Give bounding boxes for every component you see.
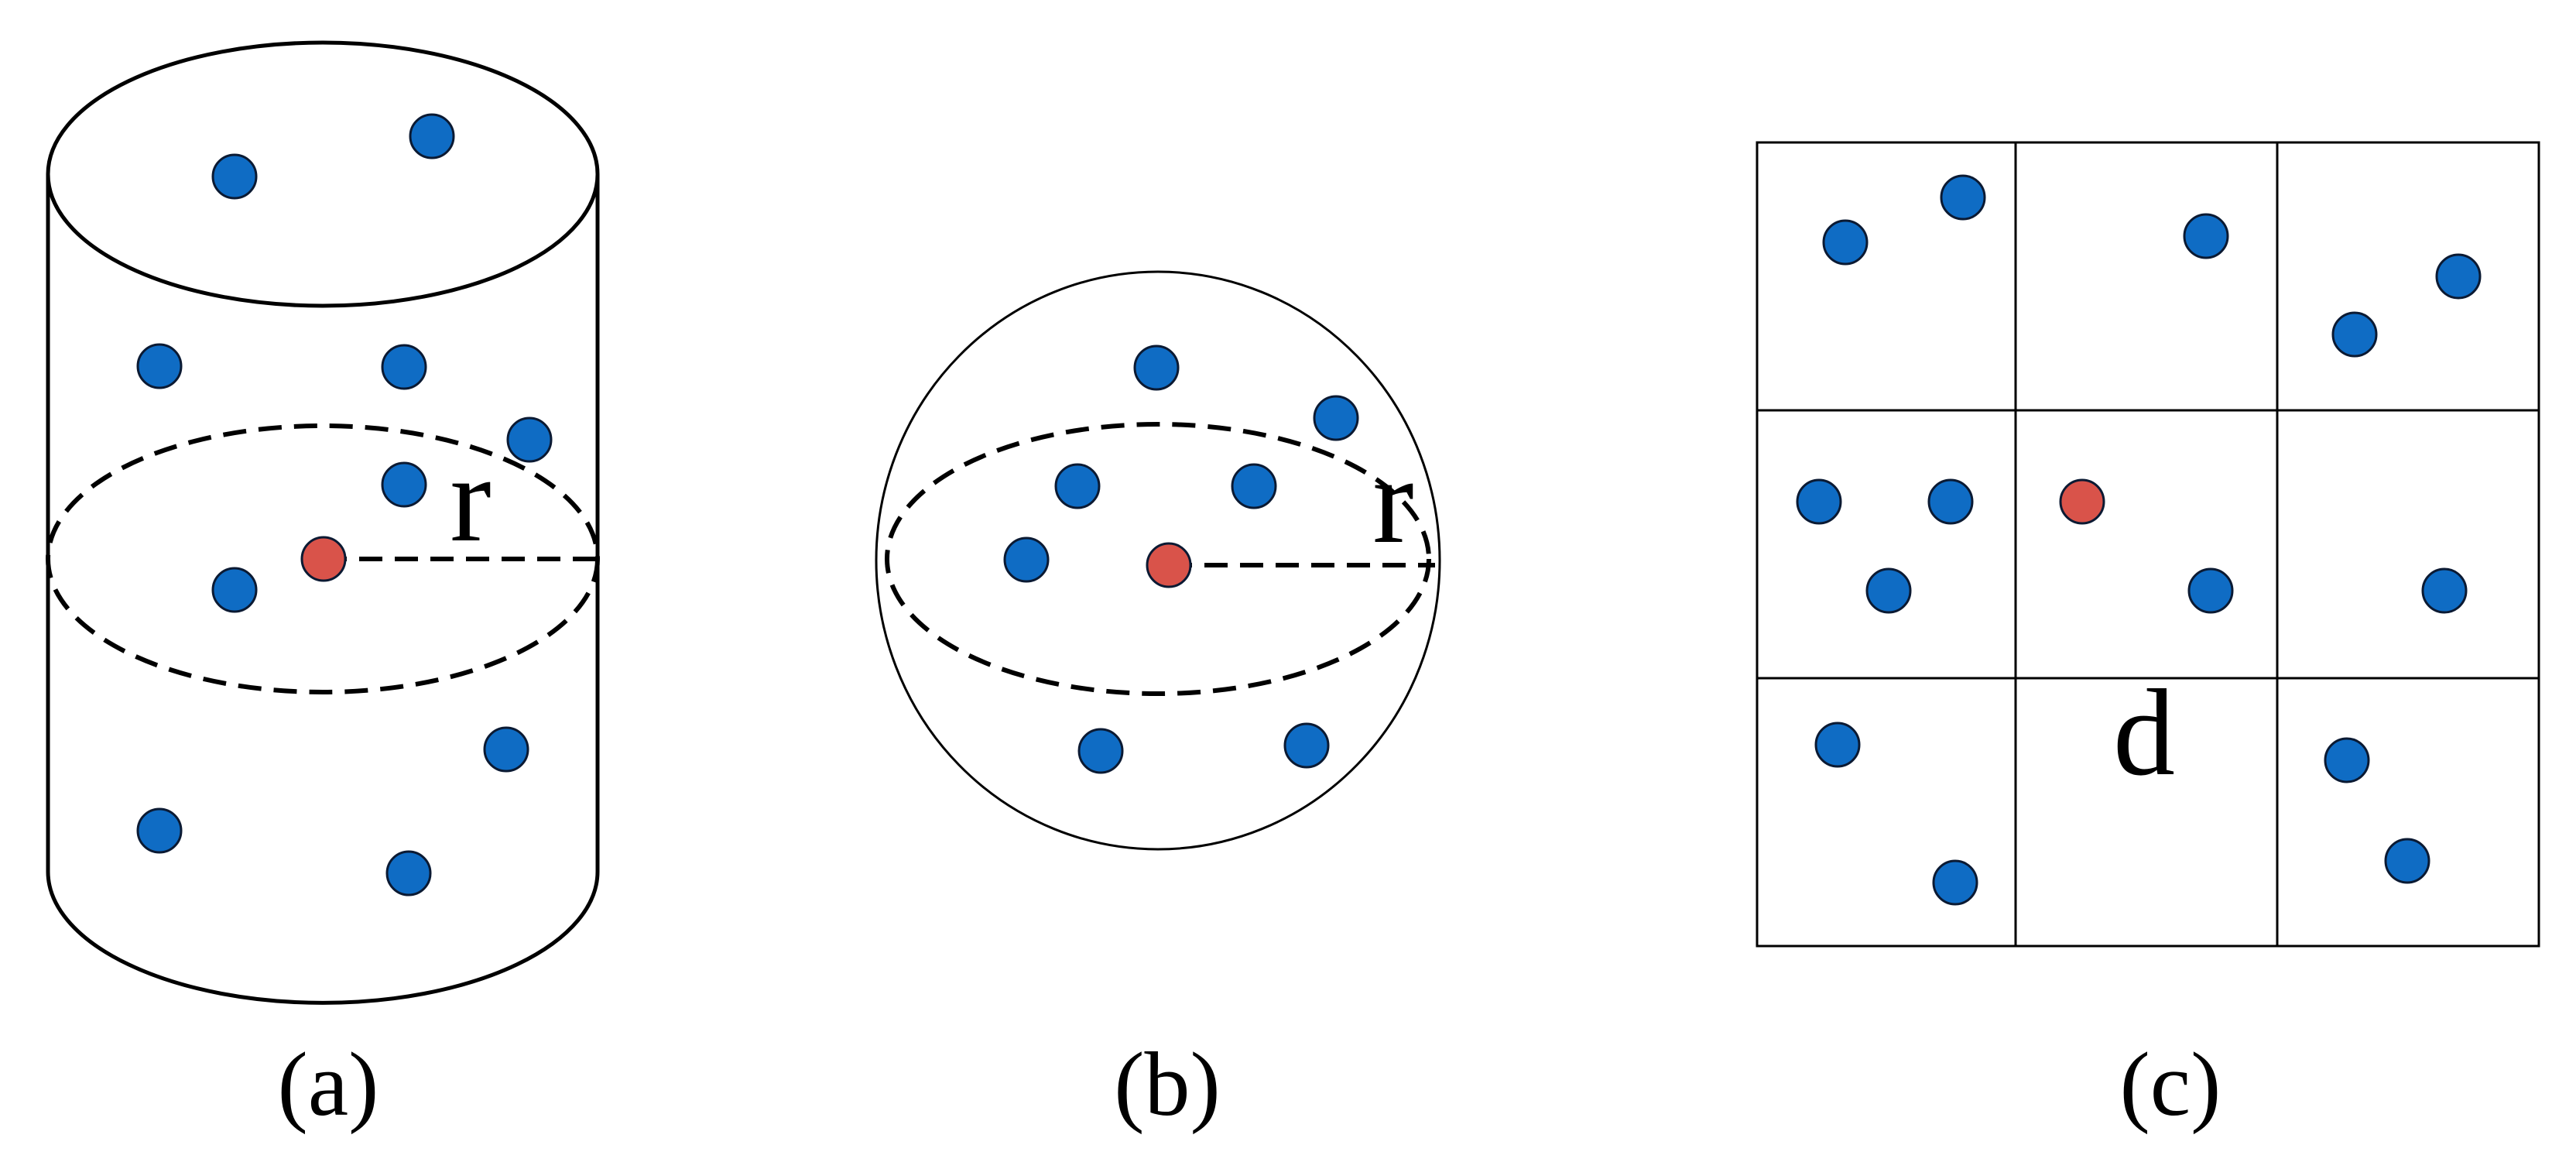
neighbor-point bbox=[2421, 567, 2468, 614]
neighbor-point bbox=[1932, 859, 1978, 906]
panel-a-dots bbox=[136, 113, 553, 896]
neighbor-point bbox=[1231, 463, 1277, 509]
neighbor-point bbox=[1927, 478, 1974, 525]
panel-a-caption: (a) bbox=[278, 1034, 379, 1135]
neighbor-point bbox=[1283, 722, 1330, 769]
cylinder-top-ellipse bbox=[46, 40, 600, 308]
neighbor-point bbox=[409, 113, 455, 159]
sphere-radius-label: r bbox=[1372, 431, 1413, 569]
neighbor-point bbox=[211, 153, 258, 200]
neighbor-point bbox=[1940, 174, 1986, 221]
neighbor-point bbox=[211, 567, 258, 613]
neighbor-point bbox=[1822, 219, 1869, 266]
neighbor-point bbox=[506, 417, 553, 463]
neighbor-point bbox=[2435, 253, 2482, 300]
neighbor-point bbox=[2183, 213, 2229, 259]
neighbor-point bbox=[1796, 478, 1842, 525]
center-point bbox=[2059, 478, 2105, 525]
neighbor-point bbox=[381, 344, 427, 390]
panel-c-caption: (c) bbox=[2120, 1034, 2221, 1135]
neighbor-point bbox=[385, 850, 432, 896]
grid-outline bbox=[1756, 141, 2540, 948]
panel-c-grid: d (c) bbox=[1756, 141, 2540, 1135]
cylinder-cross-section bbox=[46, 423, 600, 694]
panel-b-dots bbox=[1003, 345, 1359, 774]
neighbor-point bbox=[381, 461, 427, 508]
neighbor-point bbox=[2331, 311, 2378, 358]
panel-b-caption: (b) bbox=[1114, 1034, 1221, 1135]
cylinder-bottom-arc bbox=[46, 871, 600, 1005]
neighbor-point bbox=[1313, 395, 1359, 441]
sphere-outline bbox=[875, 270, 1441, 851]
cylinder-radius-label: r bbox=[450, 430, 491, 567]
grid-cell-size-label: d bbox=[2113, 663, 2175, 801]
neighbor-point bbox=[136, 343, 183, 389]
neighbor-point bbox=[1865, 567, 1912, 614]
neighbor-point bbox=[136, 807, 183, 854]
center-point bbox=[1146, 542, 1192, 588]
neighbor-point bbox=[2187, 567, 2234, 614]
center-point bbox=[300, 536, 347, 582]
neighbor-point bbox=[2324, 737, 2370, 783]
neighbor-point bbox=[1133, 345, 1180, 391]
panel-b-sphere: r (b) bbox=[875, 270, 1441, 1135]
panel-a-cylinder: r (a) bbox=[46, 40, 600, 1135]
neighbor-point bbox=[1814, 722, 1861, 768]
neighbor-point bbox=[1077, 728, 1124, 774]
neighbor-point bbox=[483, 726, 529, 773]
panel-c-dots bbox=[1796, 174, 2482, 906]
neighbor-point bbox=[2384, 838, 2430, 884]
neighbor-point bbox=[1054, 463, 1101, 509]
neighbor-point bbox=[1003, 537, 1050, 583]
sphere-cross-section bbox=[885, 422, 1431, 696]
